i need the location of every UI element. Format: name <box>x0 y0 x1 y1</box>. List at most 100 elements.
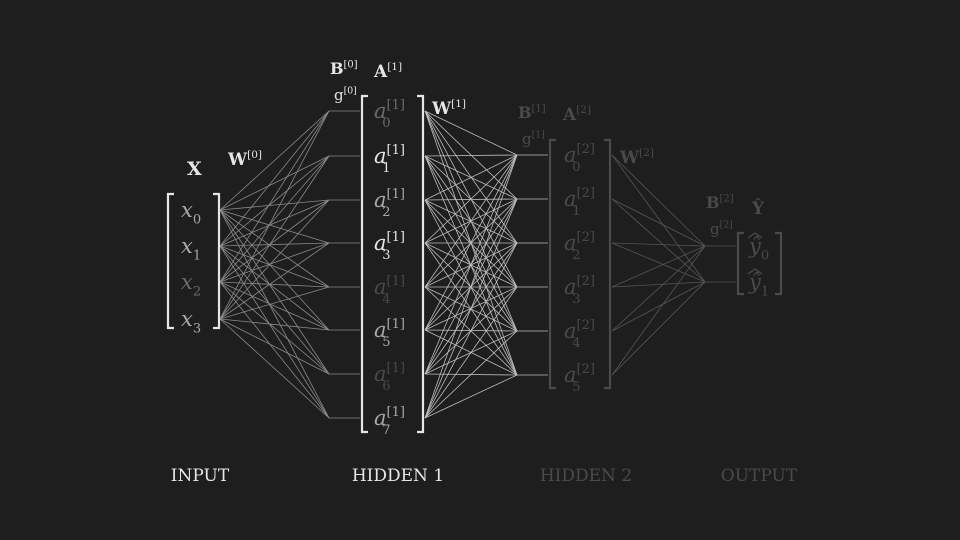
w0-edge <box>219 199 330 320</box>
w0-edge <box>219 242 330 283</box>
w0-edge <box>219 286 330 320</box>
b1-activation-label: g[1] <box>522 130 545 148</box>
w1-edge <box>424 154 518 157</box>
w0-edge <box>219 281 330 419</box>
w0-edge <box>219 245 330 419</box>
w0-edge <box>219 155 330 247</box>
w1-edge <box>424 286 518 419</box>
w1-label: W[1] <box>431 98 466 119</box>
w0-edge <box>219 318 330 375</box>
w1-edge <box>424 330 518 419</box>
w0-edge <box>219 245 330 375</box>
hidden1-node-7: a[1]7 <box>374 405 405 438</box>
hidden1-left-bracket <box>360 94 368 434</box>
neuron-labels: x0x1x2x3a[1]0a[1]1a[1]2a[1]3a[1]4a[1]5a[… <box>181 98 769 438</box>
w0-edge <box>219 209 330 331</box>
b0-activation-label: g[0] <box>334 86 357 104</box>
w2-edge <box>611 245 706 332</box>
input-node-2: x2 <box>181 270 201 299</box>
output-node-1: ŷ1 <box>748 270 769 299</box>
w0-edge <box>219 209 330 419</box>
w2-edge <box>611 198 706 283</box>
b2-bias-label: B[2] <box>706 193 734 212</box>
hidden1-node-3: a[1]3 <box>374 230 405 263</box>
w1-edge <box>424 374 518 419</box>
input-vector-label: X <box>187 158 202 180</box>
w1-edge <box>424 154 518 331</box>
w2-edge <box>611 281 706 288</box>
w2-edge <box>611 242 706 247</box>
hidden1-right-bracket <box>417 94 425 434</box>
vector-brackets <box>166 94 783 434</box>
w1-edge <box>424 154 518 201</box>
w0-edge <box>219 318 330 331</box>
output-title: OUTPUT <box>721 466 798 486</box>
w0-edge <box>219 318 330 419</box>
w0-edge <box>219 110 330 320</box>
hidden2-vector-label: A[2] <box>562 104 591 125</box>
hidden2-node-0: a[2]0 <box>564 142 595 175</box>
w0-edge <box>219 155 330 211</box>
w2-edge <box>611 281 706 376</box>
hidden2-left-bracket <box>548 138 556 390</box>
w2-edge <box>611 154 706 247</box>
hidden1-vector-label: A[1] <box>373 61 402 82</box>
hidden2-node-1: a[2]1 <box>564 186 595 219</box>
w1-edge <box>424 198 518 419</box>
w0-label: W[0] <box>227 149 262 170</box>
input-node-1: x1 <box>181 234 201 263</box>
w2-edge <box>611 242 706 283</box>
w0-edge <box>219 281 330 331</box>
w0-edge <box>219 209 330 288</box>
w0-edge <box>219 245 330 331</box>
input-node-0: x0 <box>181 198 201 227</box>
w2-edge <box>611 198 706 247</box>
w0-edge <box>219 155 330 320</box>
b2-activation-label: g[2] <box>710 220 733 238</box>
hidden1-node-6: a[1]6 <box>374 361 405 394</box>
w0-edge <box>219 281 330 375</box>
w0-edge <box>219 199 330 211</box>
hidden1-node-2: a[1]2 <box>374 187 405 220</box>
w0-edge <box>219 110 330 211</box>
hidden2-title: HIDDEN 2 <box>540 466 632 486</box>
w0-edge <box>219 209 330 375</box>
b1-bias-label: B[1] <box>518 103 546 122</box>
hidden1-node-4: a[1]4 <box>374 274 405 307</box>
w0-edge <box>219 242 330 247</box>
output-right-bracket <box>775 231 783 296</box>
w0-edge <box>219 110 330 247</box>
w0-edge <box>219 242 330 320</box>
w0-edge <box>219 199 330 247</box>
w1-edge <box>424 110 518 156</box>
w2-label: W[2] <box>619 147 654 168</box>
w0-edge <box>219 199 330 283</box>
output-hat-1 <box>747 268 763 275</box>
output-left-bracket <box>736 231 744 296</box>
w1-edge <box>424 154 518 288</box>
input-node-3: x3 <box>181 307 201 336</box>
connection-lines <box>219 110 736 419</box>
hidden2-node-2: a[2]2 <box>564 230 595 263</box>
hidden1-node-1: a[1]1 <box>374 143 405 176</box>
w0-edge <box>219 209 330 244</box>
w0-edge <box>219 155 330 283</box>
w1-edge <box>424 154 518 419</box>
input-left-bracket <box>166 192 174 330</box>
output-vector-label: Ŷ <box>751 198 765 219</box>
w1-edge <box>424 110 518 244</box>
w2-edge <box>611 154 706 283</box>
output-node-0: ŷ0 <box>748 234 769 263</box>
hidden2-node-4: a[2]4 <box>564 318 595 351</box>
w0-edge <box>219 281 330 288</box>
input-right-bracket <box>213 192 221 330</box>
w0-edge <box>219 110 330 283</box>
hidden2-right-bracket <box>604 138 612 390</box>
b0-bias-label: B[0] <box>330 59 358 78</box>
hidden2-node-5: a[2]5 <box>564 362 595 395</box>
w1-edge <box>424 242 518 419</box>
input-title: INPUT <box>171 466 230 486</box>
hidden1-node-0: a[1]0 <box>374 98 405 131</box>
